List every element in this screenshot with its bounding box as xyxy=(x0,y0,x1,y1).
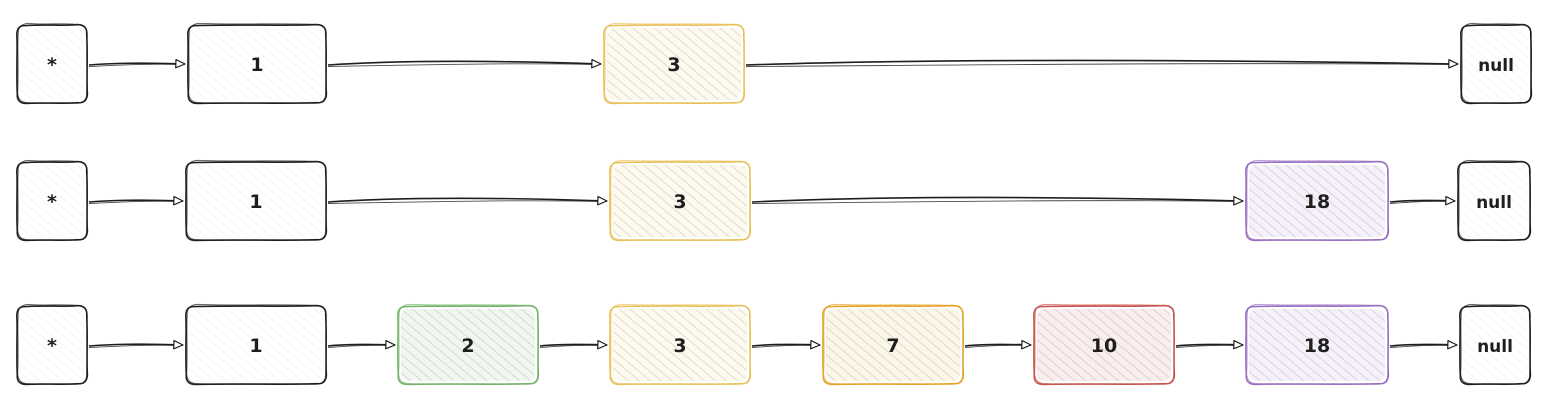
node-outline-stroke xyxy=(188,22,327,104)
pointer-arrow xyxy=(88,58,186,69)
node-label: 18 xyxy=(1304,191,1330,213)
pointer-arrow xyxy=(327,339,396,350)
node-hatch-fill xyxy=(1464,28,1528,100)
node-hatch-fill xyxy=(191,28,323,100)
node-2: 2 xyxy=(396,303,540,386)
node-label: * xyxy=(47,54,57,76)
node-label: 1 xyxy=(249,335,262,357)
node-1: 1 xyxy=(186,22,328,105)
pointer-arrow-stroke xyxy=(327,63,596,67)
row-0-nodes: * 1 3 null xyxy=(15,22,1533,105)
node-head-pointer: * xyxy=(15,22,89,105)
node-outline-stroke xyxy=(1461,22,1532,104)
node-outline-stroke xyxy=(17,159,88,241)
node-outline-stroke xyxy=(610,303,751,385)
node-null: null xyxy=(1459,22,1533,105)
node-outline-stroke xyxy=(610,159,751,241)
node-outline-stroke xyxy=(186,303,327,385)
node-label: 3 xyxy=(673,335,686,357)
pointer-arrow xyxy=(745,59,1459,69)
row-1-edges xyxy=(88,195,1456,206)
node-outline-stroke xyxy=(1460,303,1531,385)
node-label: null xyxy=(1476,193,1512,213)
row-0-edges xyxy=(88,58,1459,69)
node-3: 3 xyxy=(608,159,752,242)
node-hatch-fill xyxy=(189,165,323,237)
node-outline-stroke xyxy=(186,159,327,241)
node-outline-stroke xyxy=(1458,159,1531,241)
node-1: 1 xyxy=(184,159,328,242)
node-label: 3 xyxy=(667,54,680,76)
node-1: 1 xyxy=(184,303,328,386)
row-2-nodes: * 1 2 3 7 10 18 null xyxy=(15,303,1532,386)
node-hatch-fill xyxy=(401,309,535,381)
pointer-arrow-stroke xyxy=(327,200,602,204)
pointer-arrow xyxy=(88,195,184,206)
pointer-arrow xyxy=(539,339,608,350)
node-label: 18 xyxy=(1304,335,1330,357)
pointer-arrow-stroke xyxy=(751,200,1238,204)
row-2-edges xyxy=(88,339,1458,350)
node-label: 2 xyxy=(461,335,474,357)
node-head-pointer: * xyxy=(15,159,89,242)
node-3: 3 xyxy=(608,303,752,386)
node-hatch-fill xyxy=(20,309,84,381)
node-null: null xyxy=(1458,303,1532,386)
node-outline-stroke xyxy=(1034,303,1175,385)
node-outline-stroke xyxy=(1246,159,1389,241)
pointer-arrow xyxy=(327,58,602,69)
pointer-arrow xyxy=(751,339,821,350)
node-outline-stroke xyxy=(1246,303,1389,385)
pointer-arrow xyxy=(88,339,184,350)
node-hatch-fill xyxy=(607,28,741,100)
node-hatch-fill xyxy=(1461,165,1527,237)
node-hatch-fill xyxy=(613,165,747,237)
node-label: 7 xyxy=(886,335,899,357)
node-label: null xyxy=(1478,56,1514,76)
node-label: * xyxy=(47,191,57,213)
node-10: 10 xyxy=(1032,303,1176,386)
node-hatch-fill xyxy=(826,309,960,381)
node-hatch-fill xyxy=(20,165,84,237)
node-hatch-fill xyxy=(1037,309,1171,381)
pointer-arrow xyxy=(327,195,608,206)
node-hatch-fill xyxy=(613,309,747,381)
node-label: 1 xyxy=(250,54,263,76)
node-7: 7 xyxy=(821,303,965,386)
pointer-arrow xyxy=(751,196,1244,206)
node-18: 18 xyxy=(1244,303,1390,386)
pointer-arrow xyxy=(1175,339,1244,350)
pointer-arrow-stroke xyxy=(745,63,1453,67)
node-hatch-fill xyxy=(1249,165,1385,237)
row-0: * 1 3 null xyxy=(15,22,1533,105)
node-hatch-fill xyxy=(20,28,84,100)
row-2: * 1 2 3 7 10 18 null xyxy=(15,303,1532,386)
node-label: * xyxy=(47,335,57,357)
node-label: 1 xyxy=(249,191,262,213)
pointer-arrow xyxy=(964,339,1032,350)
node-outline-stroke xyxy=(17,22,88,104)
node-outline-stroke xyxy=(823,303,964,385)
pointer-arrow xyxy=(1389,195,1456,206)
node-18: 18 xyxy=(1244,159,1390,242)
node-label: null xyxy=(1477,337,1513,357)
node-label: 3 xyxy=(673,191,686,213)
node-outline-stroke xyxy=(17,303,88,385)
pointer-arrow xyxy=(1389,339,1458,350)
node-hatch-fill xyxy=(189,309,323,381)
node-hatch-fill xyxy=(1463,309,1527,381)
node-outline-stroke xyxy=(398,303,539,385)
node-label: 10 xyxy=(1091,335,1117,357)
node-null: null xyxy=(1456,159,1532,242)
node-outline-stroke xyxy=(604,22,745,104)
node-hatch-fill xyxy=(1249,309,1385,381)
node-head-pointer: * xyxy=(15,303,89,386)
row-1: * 1 3 18 null xyxy=(15,159,1532,242)
node-3: 3 xyxy=(602,22,746,105)
row-1-nodes: * 1 3 18 null xyxy=(15,159,1532,242)
